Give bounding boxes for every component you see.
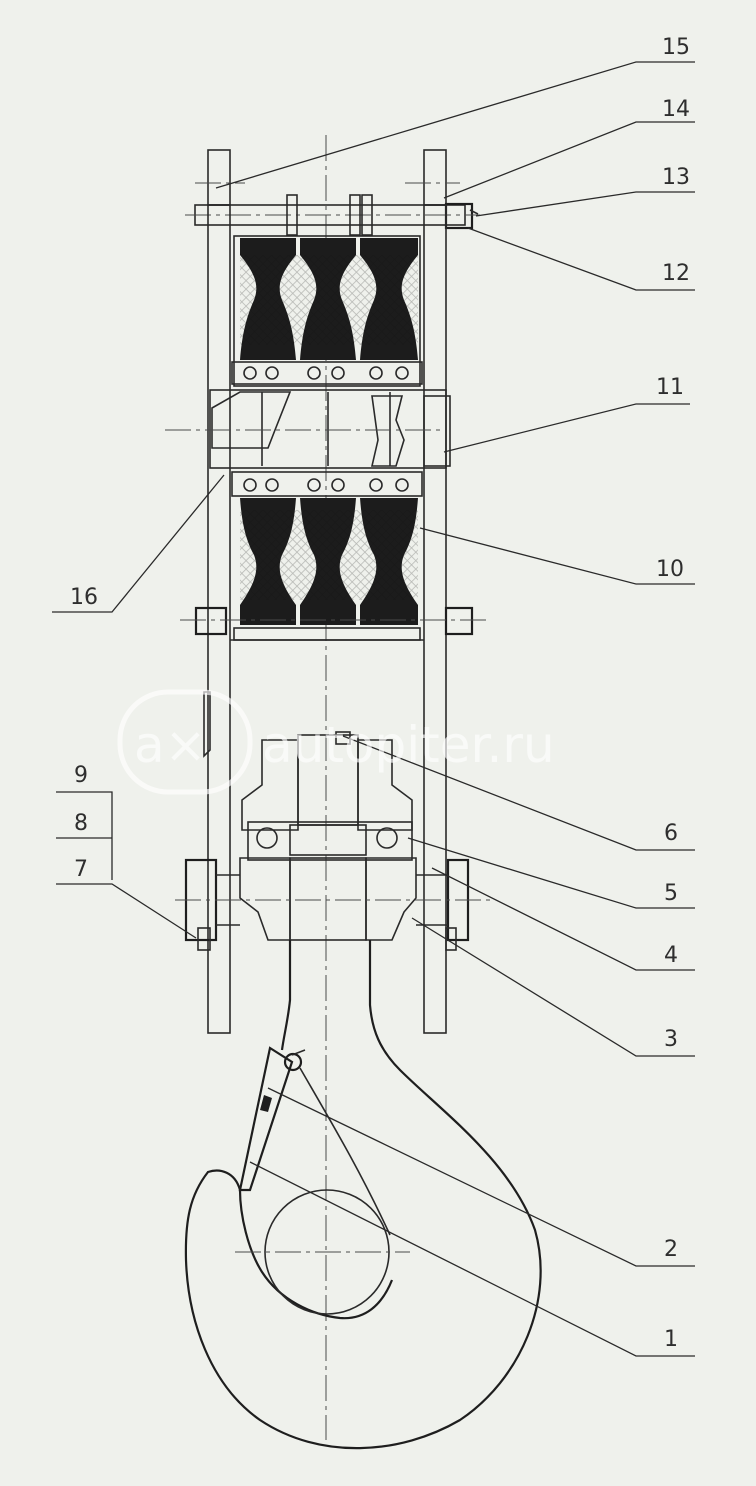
watermark-text: autopiter.ru	[262, 716, 555, 774]
callout-13: 13	[662, 165, 690, 190]
right-side-plate	[423, 204, 447, 1034]
lower-sheaves	[231, 471, 423, 641]
upper-sheaves	[231, 235, 423, 387]
callout-11: 11	[656, 375, 684, 400]
callout-1: 1	[664, 1327, 678, 1352]
callout-8: 8	[74, 811, 88, 836]
callout-14: 14	[662, 97, 690, 122]
callout-9: 9	[74, 763, 88, 788]
callout-12: 12	[662, 261, 690, 286]
central-shaft	[165, 389, 451, 469]
callout-3: 3	[664, 1027, 678, 1052]
leader-lines	[52, 61, 695, 1357]
callout-16: 16	[70, 585, 98, 610]
right-top-lug	[423, 149, 447, 206]
left-side-plate	[207, 204, 231, 1034]
callout-labels: 15 14 13 12 11 10 16 9 8 7 6 5 4 3 2 1	[70, 35, 690, 1352]
callout-6: 6	[664, 821, 678, 846]
watermark-logo-glyph: a×	[134, 716, 207, 774]
watermark-logo-icon	[117, 689, 253, 795]
callout-10: 10	[656, 557, 684, 582]
left-top-lug	[207, 149, 231, 206]
callout-2: 2	[664, 1237, 678, 1262]
callout-15: 15	[662, 35, 690, 60]
crosshead	[239, 731, 417, 941]
callout-7: 7	[74, 857, 88, 882]
watermark: a× autopiter.ru	[117, 689, 555, 795]
callout-4: 4	[664, 943, 678, 968]
hook	[184, 940, 542, 1450]
callout-5: 5	[664, 881, 678, 906]
safety-latch	[238, 1046, 294, 1192]
